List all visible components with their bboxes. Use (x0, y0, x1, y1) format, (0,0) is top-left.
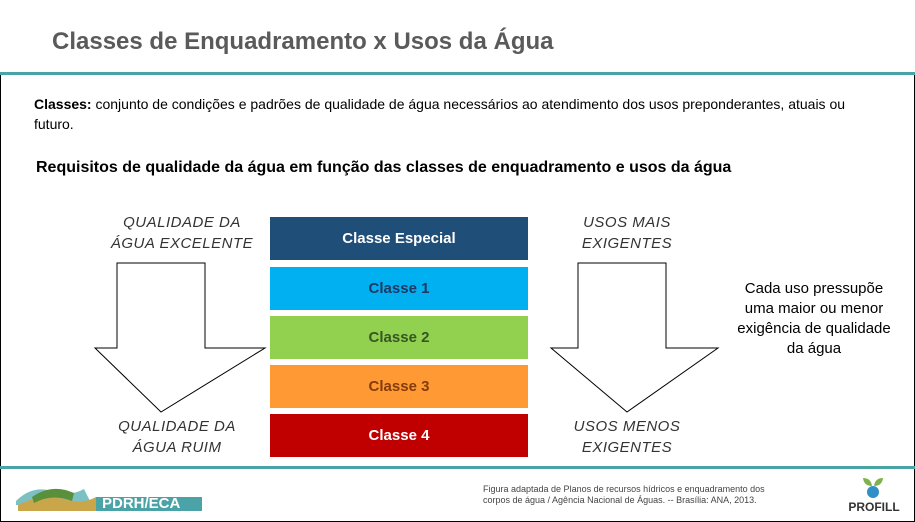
class-bar-2: Classe 2 (270, 316, 528, 359)
class-bar-1: Classe 1 (270, 267, 528, 310)
right-top-line2: EXIGENTES (581, 235, 673, 252)
caption-line-2: corpos de água / Agência Nacional de Águ… (483, 495, 757, 505)
left-bottom-line1: QUALIDADE DA (118, 418, 236, 435)
header-band (0, 0, 915, 74)
class-label: Classe Especial (342, 230, 456, 247)
class-bar-especial: Classe Especial (270, 217, 528, 260)
definition-text: conjunto de condições e padrões de quali… (34, 96, 846, 132)
pdrh-eca-logo: PDRH/ECA RIO MOGUAY (16, 488, 202, 515)
figure-caption: Figura adaptada de Planos de recursos hí… (483, 484, 843, 506)
right-bottom-line2: EXIGENTES (581, 439, 673, 456)
usage-note: Cada uso pressupõe uma maior ou menor ex… (737, 280, 891, 357)
left-top-line1: QUALIDADE DA (123, 214, 241, 231)
footer-divider (0, 466, 915, 469)
class-label: Classe 1 (368, 280, 430, 297)
right-bottom-label: USOS MENOS EXIGENTES (552, 416, 702, 458)
class-label: Classe 2 (368, 329, 430, 346)
right-down-arrow-icon (549, 262, 720, 413)
diagram-subtitle: Requisitos de qualidade da água em funçã… (36, 159, 732, 176)
slide-title: Classes de Enquadramento x Usos da Água (52, 28, 554, 55)
header-divider (0, 72, 915, 75)
classes-definition: Classes: conjunto de condições e padrões… (34, 94, 854, 134)
class-bar-4: Classe 4 (270, 414, 528, 457)
class-label: Classe 3 (368, 378, 430, 395)
left-top-label: QUALIDADE DA ÁGUA EXCELENTE (92, 212, 272, 254)
profill-logo-text: PROFILL (848, 500, 900, 514)
logo-left-subtext: RIO MOGUAY (172, 510, 198, 515)
right-bottom-line1: USOS MENOS (573, 418, 681, 435)
left-down-arrow-icon (93, 262, 267, 413)
left-top-line2: ÁGUA EXCELENTE (110, 235, 254, 252)
left-bottom-label: QUALIDADE DA ÁGUA RUIM (92, 416, 262, 458)
right-top-label: USOS MAIS EXIGENTES (552, 212, 702, 254)
caption-line-1: Figura adaptada de Planos de recursos hí… (483, 484, 765, 494)
profill-leaf-icon (863, 478, 883, 498)
left-bottom-line2: ÁGUA RUIM (132, 439, 222, 456)
logo-left-text: PDRH/ECA (102, 495, 181, 512)
definition-term: Classes: (34, 96, 92, 112)
class-bar-3: Classe 3 (270, 365, 528, 408)
class-label: Classe 4 (368, 427, 430, 444)
right-top-line1: USOS MAIS (583, 214, 671, 231)
